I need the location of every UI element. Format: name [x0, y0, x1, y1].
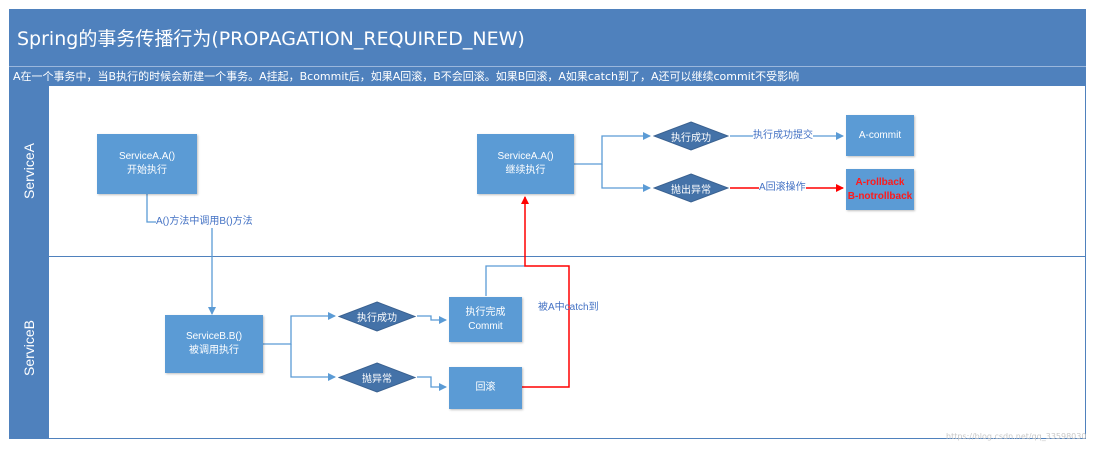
decision-a-exception-label: 抛出异常 — [671, 184, 711, 196]
edge-call-b — [146, 194, 216, 315]
node-b-exec-line1: ServiceB.B() — [185, 331, 243, 342]
node-b-commit-line1: 执行完成 — [465, 306, 506, 318]
edge-label-rollback-op: A回滚操作 — [759, 182, 806, 194]
node-a-start-line2: 开始执行 — [127, 165, 167, 176]
node-b-exec: ServiceB.B() 被调用执行 — [165, 315, 263, 373]
decision-b-success-label: 执行成功 — [357, 313, 397, 324]
edge-b-exception-to-rollback — [417, 376, 447, 391]
decision-a-exception: 抛出异常 — [653, 173, 729, 203]
node-b-exec-line2: 被调用执行 — [189, 345, 239, 356]
lane-divider — [49, 256, 1086, 257]
node-a-continue-line1: ServiceA.A() — [497, 151, 554, 162]
node-a-rollback: A-rollback B-notrollback — [846, 169, 914, 210]
edge-a-to-exception — [601, 164, 651, 192]
watermark: https://blog.csdn.net/qq_33598030 — [946, 432, 1087, 441]
node-a-rollback-line1: A-rollback — [855, 176, 905, 188]
edge-b-success-to-commit — [417, 315, 447, 324]
node-b-rollback: 回滚 — [449, 367, 522, 409]
node-a-commit: A-commit — [846, 115, 914, 156]
node-b-rollback-label: 回滚 — [475, 382, 496, 393]
node-b-commit: 执行完成 Commit — [449, 297, 522, 342]
edge-commit-to-a-continue — [485, 265, 525, 296]
decision-a-success-label: 执行成功 — [671, 132, 711, 144]
node-a-continue-line2: 继续执行 — [505, 165, 546, 176]
lane-label-service-a: ServiceA — [9, 86, 49, 256]
edge-label-caught: 被A中catch到 — [538, 302, 599, 313]
lane-label-service-b: ServiceB — [9, 256, 49, 439]
node-a-rollback-line2: B-notrollback — [847, 190, 913, 202]
edge-label-commit-success: 执行成功提交 — [753, 130, 813, 142]
node-a-commit-label: A-commit — [858, 129, 902, 141]
decision-b-exception-label: 抛异常 — [362, 374, 392, 385]
node-a-start: ServiceA.A() 开始执行 — [97, 134, 197, 194]
diagram-title: Spring的事务传播行为(PROPAGATION_REQUIRED_NEW) — [9, 9, 1086, 66]
node-a-start-line1: ServiceA.A() — [118, 151, 176, 162]
decision-b-exception: 抛异常 — [338, 362, 416, 393]
node-a-continue: ServiceA.A() 继续执行 — [477, 134, 574, 194]
edge-a-to-success — [574, 132, 651, 165]
diagram-description: A在一个事务中，当B执行的时候会新建一个事务。A挂起，Bcommit后，如果A回… — [9, 66, 1086, 86]
diagram-title-text: Spring的事务传播行为(PROPAGATION_REQUIRED_NEW) — [17, 28, 525, 50]
decision-a-success: 执行成功 — [653, 121, 729, 151]
node-b-commit-line2: Commit — [468, 320, 503, 332]
edge-b-to-success — [263, 312, 336, 345]
decision-b-success: 执行成功 — [338, 301, 416, 332]
edge-rollback-to-a-continue — [521, 196, 570, 388]
edge-label-call-b: A()方法中调用B()方法 — [156, 216, 253, 228]
edge-b-to-exception — [290, 344, 336, 381]
